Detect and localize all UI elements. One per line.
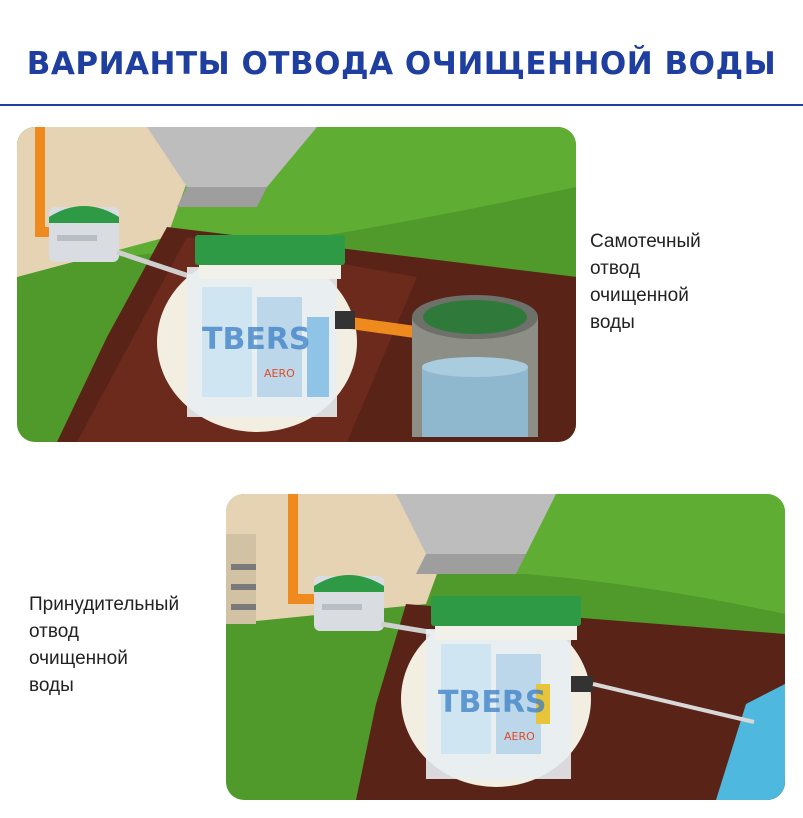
gravity-discharge-illustration: TBERS AERO [17, 127, 576, 442]
caption-line: отвод [29, 621, 79, 642]
septic-tank: TBERS AERO [401, 596, 591, 787]
caption-line: очищенной [29, 648, 128, 669]
caption-line: воды [590, 312, 635, 333]
brand-logo-text: TBERS [438, 685, 547, 720]
caption-line: отвод [590, 258, 640, 279]
compressor-unit [314, 575, 384, 631]
page-title: ВАРИАНТЫ ОТВОДА ОЧИЩЕННОЙ ВОДЫ [26, 46, 777, 82]
brand-logo-text: TBERS [202, 322, 311, 357]
forced-discharge-illustration: TBERS AERO [226, 494, 785, 800]
caption-line: Самотечный [590, 231, 701, 252]
compressor-unit [49, 206, 119, 262]
brand-logo-sub: AERO [264, 367, 295, 380]
soakaway-well [412, 295, 538, 437]
title-underline [0, 104, 803, 106]
forced-discharge-caption: Принудительный отвод очищенной воды [29, 591, 224, 699]
caption-line: Принудительный [29, 594, 180, 615]
brand-logo-sub: AERO [504, 730, 535, 743]
caption-line: воды [29, 675, 74, 696]
gravity-discharge-caption: Самотечный отвод очищенной воды [590, 228, 790, 336]
septic-tank: TBERS AERO [157, 235, 357, 432]
caption-line: очищенной [590, 285, 689, 306]
